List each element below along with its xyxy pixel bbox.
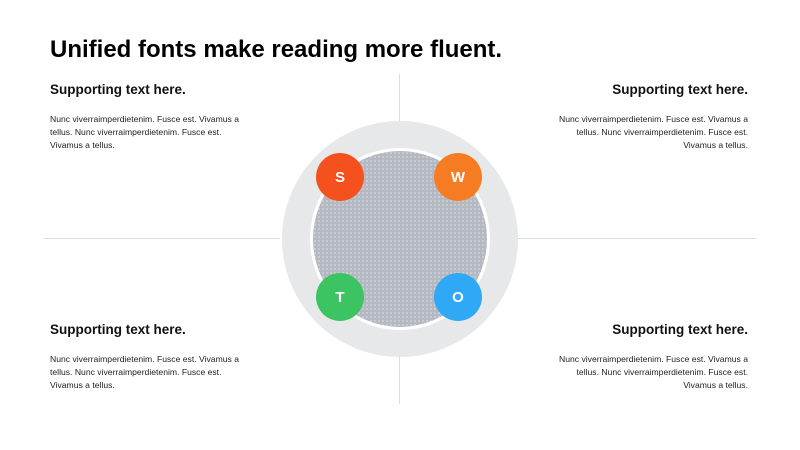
block-body: Nunc viverraimperdietenim. Fusce est. Vi… <box>559 114 748 150</box>
slide-title: Unified fonts make reading more fluent. <box>50 36 503 63</box>
horizontal-divider-left <box>44 238 280 239</box>
block-heading: Supporting text here. <box>50 322 186 337</box>
block-heading: Supporting text here. <box>612 322 748 337</box>
block-body: Nunc viverraimperdietenim. Fusce est. Vi… <box>50 114 239 150</box>
vertical-divider-bottom <box>399 356 400 404</box>
swot-opportunities-circle: O <box>434 273 482 321</box>
text-block-bottom-left: Supporting text here. Nunc viverraimperd… <box>50 322 250 392</box>
swot-letter-t: T <box>335 288 345 306</box>
swot-threats-circle: T <box>316 273 364 321</box>
swot-letter-w: W <box>450 168 466 186</box>
text-block-top-left: Supporting text here. Nunc viverraimperd… <box>50 82 250 152</box>
horizontal-divider-right <box>518 238 756 239</box>
swot-strengths-circle: S <box>316 153 364 201</box>
swot-letter-o: O <box>452 288 464 306</box>
block-heading: Supporting text here. <box>612 82 748 97</box>
text-block-bottom-right: Supporting text here. Nunc viverraimperd… <box>548 322 748 392</box>
block-body: Nunc viverraimperdietenim. Fusce est. Vi… <box>559 354 748 390</box>
block-heading: Supporting text here. <box>50 82 186 97</box>
swot-letter-s: S <box>334 168 345 186</box>
swot-weaknesses-circle: W <box>434 153 482 201</box>
vertical-divider-top <box>399 74 400 124</box>
text-block-top-right: Supporting text here. Nunc viverraimperd… <box>548 82 748 152</box>
block-body: Nunc viverraimperdietenim. Fusce est. Vi… <box>50 354 239 390</box>
